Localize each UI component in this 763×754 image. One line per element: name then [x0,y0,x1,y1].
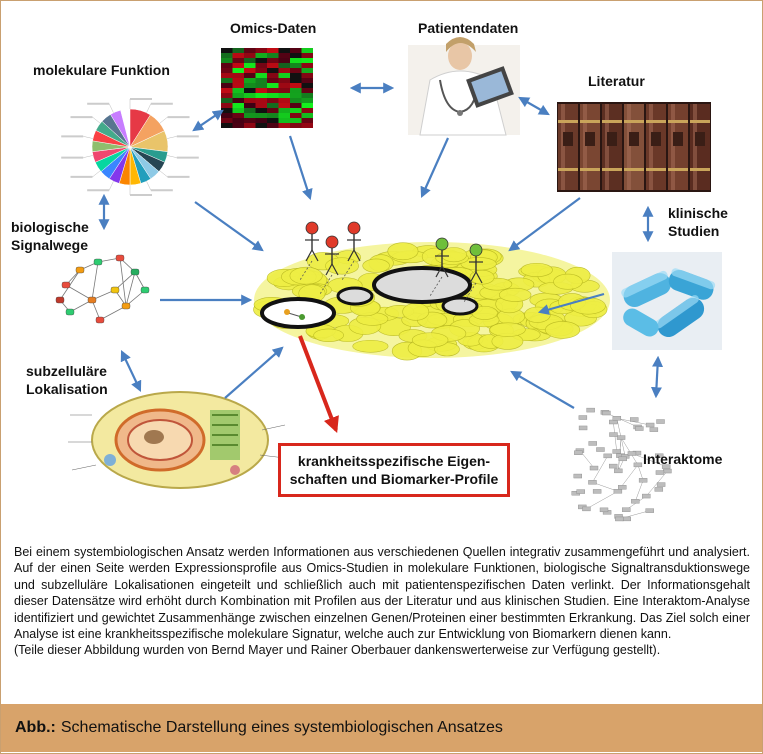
people-icon [299,221,483,303]
arrows [98,82,664,409]
result-box: krankheitsspezifische Eigen- schaften un… [278,443,510,497]
label-molecular-function: molekulare Funktion [33,62,170,78]
figure-footer: Abb.: Schematische Darstellung eines sys… [1,704,762,752]
pie-chart-icon [61,98,199,196]
books-icon [557,102,711,192]
label-subcellular: subzelluläre Lokalisation [26,363,108,397]
label-patient: Patientendaten [418,20,519,36]
systems-biology-diagram [55,37,722,522]
doctor-icon [408,37,520,136]
cell-icon [68,391,286,489]
label-literature: Literatur [588,73,645,89]
caption: Bei einem systembiologischen Ansatz werd… [14,544,750,659]
caption-body: Bei einem systembiologischen Ansatz werd… [14,545,750,642]
label-clinical-studies: klinische Studien [668,205,728,239]
interactome-network-icon [571,407,672,522]
label-interactome: Interaktome [643,451,723,467]
caption-credit: (Teile dieser Abbildung wurden von Bernd… [14,643,661,658]
pills-icon [612,252,722,350]
footer-prefix: Abb.: [15,719,56,736]
pathway-network-icon [55,254,150,324]
central-network [253,242,610,361]
label-omics: Omics-Daten [230,20,317,36]
footer-title: Schematische Darstellung eines systembio… [60,719,503,736]
heatmap-icon [221,48,313,128]
result-arrow [298,335,339,433]
result-text: krankheitsspezifische Eigen- schaften un… [289,453,499,487]
label-pathways: biologische Signalwege [11,219,89,253]
